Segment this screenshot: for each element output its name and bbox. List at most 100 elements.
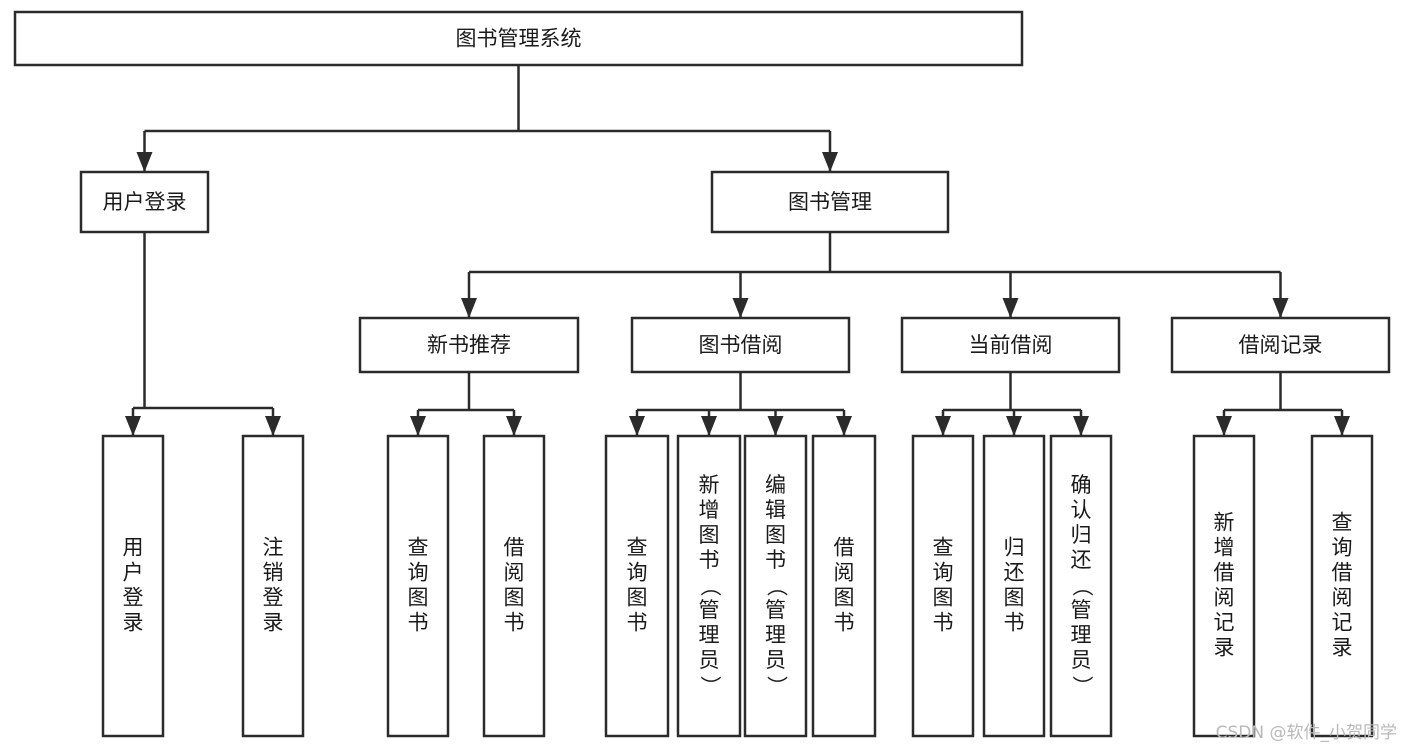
arrow-head-icon [822,152,838,172]
node-label-char: 记 [1214,611,1235,635]
node-root[interactable]: 图书管理系统 [13,10,1024,67]
node-box[interactable] [676,434,742,738]
node-leaf-8[interactable]: 查询图书查询图书 [911,434,975,738]
node-label-char: 阅 [1214,586,1235,610]
arrow-head-icon [1216,416,1232,436]
node-l2-0[interactable]: 新书推荐 [358,316,580,374]
arrow-head-icon [265,416,281,436]
node-box[interactable] [911,434,975,738]
node-label-char: 询 [408,561,429,585]
node-leaf-1[interactable]: 注销登录注销登录 [241,434,305,738]
node-box[interactable] [13,10,1024,67]
node-l1-0[interactable]: 用户登录 [79,170,210,234]
arrow-head-icon [1073,416,1089,436]
node-leaf-7[interactable]: 借阅图书借阅图书 [811,434,877,738]
node-label-char: 图 [408,586,429,610]
node-label: 图书管理 [788,190,872,214]
node-box[interactable] [710,170,950,234]
node-box[interactable] [1170,316,1391,374]
node-label-char: 图 [627,586,648,610]
node-label-char: 注 [263,536,284,560]
node-label: 当前借阅 [969,333,1053,357]
node-l1-1[interactable]: 图书管理 [710,170,950,234]
arrow-head-icon [1006,416,1022,436]
node-label-char: 还 [1004,561,1025,585]
node-label-char: 录 [1214,636,1235,660]
node-box[interactable] [982,434,1046,738]
node-l2-1[interactable]: 图书借阅 [630,316,851,374]
node-label-char: 销 [263,561,284,585]
node-label-char: 编 [765,473,786,497]
arrow-head-icon [461,298,477,318]
node-box[interactable] [1192,434,1256,738]
node-box[interactable] [811,434,877,738]
node-label-char: 新 [699,473,720,497]
node-leaf-0[interactable]: 用户登录用户登录 [101,434,165,738]
node-label-char: 图 [699,523,720,547]
arrow-head-icon [506,416,522,436]
node-label-char: 询 [1332,536,1353,560]
node-label-char: 阅 [834,561,855,585]
node-box[interactable] [743,434,808,738]
node-label-char: 理 [699,623,720,647]
node-box[interactable] [604,434,670,738]
node-label-char: 增 [1214,536,1235,560]
node-label-char: （ [698,576,722,597]
arrow-head-icon [836,416,852,436]
node-leaf-4[interactable]: 查询图书查询图书 [604,434,670,738]
node-label-char: 户 [123,561,144,585]
node-boxes: 图书管理系统用户登录图书管理新书推荐图书借阅当前借阅借阅记录用户登录用户登录注销… [13,10,1391,738]
node-label-char: 记 [1332,611,1353,635]
node-label-char: 图 [834,586,855,610]
node-leaf-11[interactable]: 新增借阅记录新增借阅记录 [1192,434,1256,738]
node-leaf-2[interactable]: 查询图书查询图书 [386,434,450,738]
node-box[interactable] [630,316,851,374]
node-label: 图书管理系统 [456,27,582,51]
node-label-char: 归 [1004,536,1025,560]
node-label-char: 增 [699,498,720,522]
node-box[interactable] [358,316,580,374]
node-label-char: 阅 [504,561,525,585]
node-label-char: 图 [504,586,525,610]
node-box[interactable] [482,434,546,738]
node-leaf-3[interactable]: 借阅图书借阅图书 [482,434,546,738]
node-label-char: 阅 [1332,586,1353,610]
node-label-char: 书 [408,611,429,635]
node-label-char: 书 [1004,611,1025,635]
node-l2-3[interactable]: 借阅记录 [1170,316,1391,374]
node-label-char: 管 [1071,598,1092,622]
node-box[interactable] [101,434,165,738]
node-label: 图书借阅 [699,333,783,357]
node-label-char: 书 [834,611,855,635]
node-box[interactable] [79,170,210,234]
arrow-head-icon [125,416,141,436]
node-box[interactable] [386,434,450,738]
node-label-char: 归 [1071,523,1092,547]
node-label-char: 书 [504,611,525,635]
node-label-char: 询 [933,561,954,585]
node-label-char: 查 [1332,511,1353,535]
node-l2-2[interactable]: 当前借阅 [900,316,1121,374]
arrow-head-icon [732,298,749,318]
arrow-head-icon [935,416,951,436]
node-leaf-9[interactable]: 归还图书归还图书 [982,434,1046,738]
node-label: 新书推荐 [427,333,511,357]
node-leaf-12[interactable]: 查询借阅记录查询借阅记录 [1310,434,1374,738]
node-label-char: 查 [933,536,954,560]
node-label-char: 录 [1332,636,1353,660]
node-label-char: 登 [263,586,284,610]
node-label-char: 用 [123,536,144,560]
node-label-char: 书 [765,548,786,572]
node-box[interactable] [1310,434,1374,738]
node-label-char: 录 [263,611,284,635]
node-label-char: 确 [1071,473,1092,497]
node-label-char: 书 [627,611,648,635]
node-box[interactable] [241,434,305,738]
node-box[interactable] [1049,434,1113,738]
arrow-head-icon [410,416,426,436]
node-box[interactable] [900,316,1121,374]
